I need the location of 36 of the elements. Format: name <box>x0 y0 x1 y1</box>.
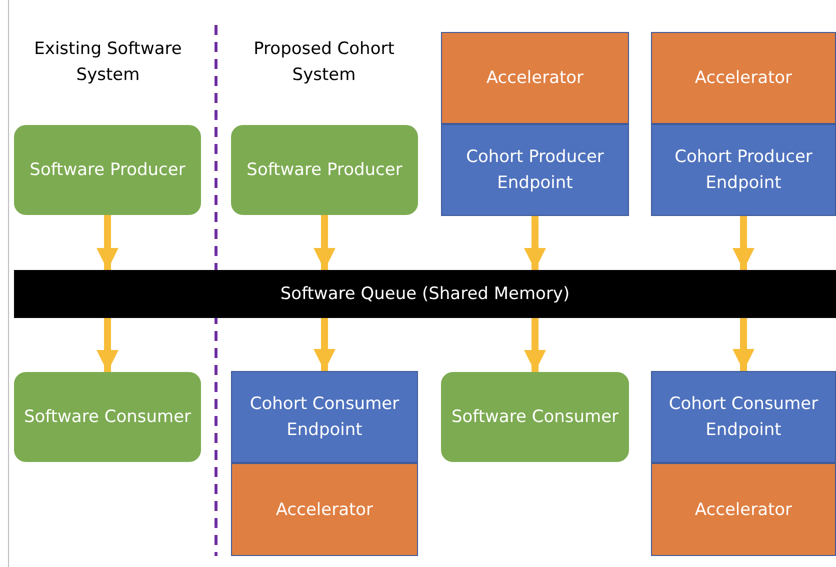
process-box <box>441 124 629 216</box>
queue-bar <box>14 270 836 318</box>
process-box <box>231 463 418 556</box>
node-label: Software Consumer <box>451 406 619 429</box>
arrow <box>732 318 754 371</box>
process-box <box>441 32 629 124</box>
arrow <box>314 318 336 371</box>
process-box <box>14 372 201 462</box>
node-label: Software Queue (Shared Memory) <box>280 283 570 306</box>
node-label: Software Producer <box>30 159 186 182</box>
node-label: Software Consumer <box>24 406 192 429</box>
process-box <box>651 124 836 216</box>
node-label: Cohort Consumer Endpoint <box>668 393 820 442</box>
process-box <box>651 371 836 463</box>
node-label: Cohort Consumer Endpoint <box>248 393 400 442</box>
process-box <box>231 371 418 463</box>
node-label: Accelerator <box>694 498 792 522</box>
arrow <box>524 318 546 372</box>
arrow <box>96 215 118 270</box>
node-label: Accelerator <box>694 67 792 90</box>
arrow <box>524 216 546 270</box>
process-box <box>441 372 629 462</box>
node-label: Software Producer <box>246 159 402 182</box>
column-heading: Existing Software System <box>33 38 183 87</box>
process-box <box>231 125 418 215</box>
node-label: Accelerator <box>276 498 374 522</box>
process-box <box>651 463 836 556</box>
node-label: Accelerator <box>486 67 584 90</box>
process-box <box>14 125 201 215</box>
column-heading: Proposed Cohort System <box>252 38 396 87</box>
process-box <box>651 32 836 124</box>
node-label: Cohort Producer Endpoint <box>674 146 814 195</box>
arrow <box>96 318 118 372</box>
node-label: Cohort Producer Endpoint <box>465 146 605 195</box>
arrow <box>314 215 336 270</box>
arrow <box>732 216 754 270</box>
